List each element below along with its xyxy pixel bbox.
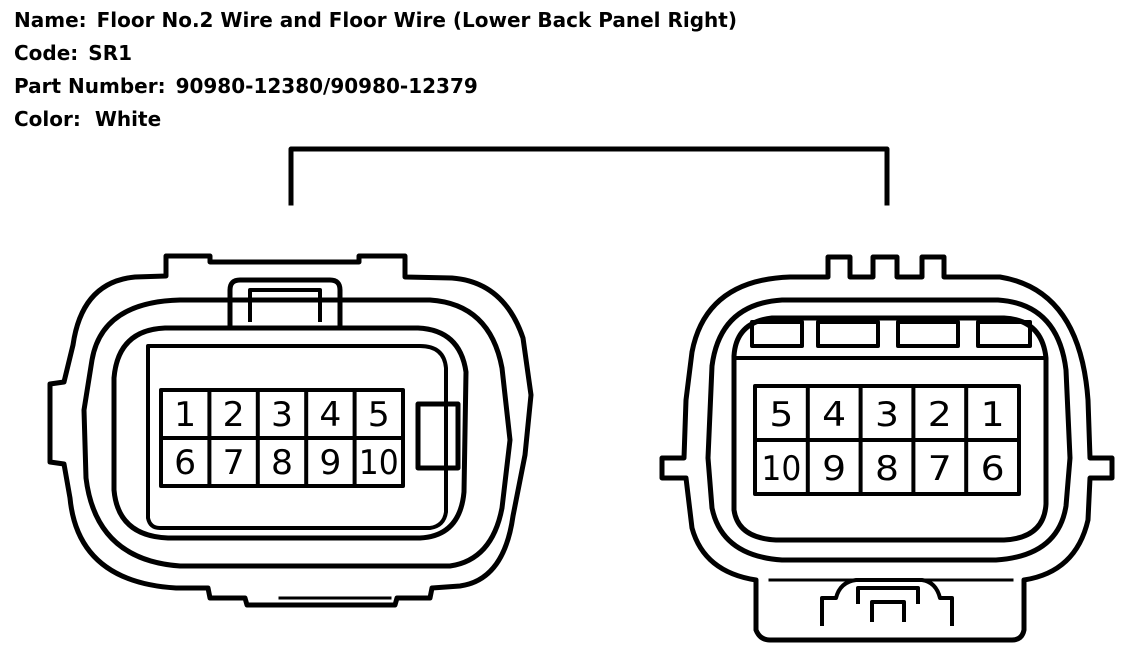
left-pin-bottom-0: 6 xyxy=(174,443,196,483)
left-latch-outer xyxy=(227,277,343,331)
left-pin-top-0: 1 xyxy=(174,395,196,435)
right-pin-grid xyxy=(753,384,1021,496)
color-label: Color: xyxy=(14,107,81,131)
name-row: Name: Floor No.2 Wire and Floor Wire (Low… xyxy=(14,4,737,37)
left-middle-ring xyxy=(81,297,513,569)
mating-bracket xyxy=(288,146,890,206)
left-pin-bottom-1: 7 xyxy=(223,443,245,483)
right-pin-bottom-0: 10 xyxy=(761,449,801,489)
left-latch-inner xyxy=(248,288,322,322)
right-pin-bottom-3: 7 xyxy=(928,449,952,489)
right-pin-top-4: 1 xyxy=(981,395,1005,435)
left-pin-top-4: 5 xyxy=(368,395,390,435)
right-middle-ring xyxy=(705,297,1073,563)
left-pin-top-2: 3 xyxy=(271,395,293,435)
right-slot-4 xyxy=(976,320,1032,348)
code-value: SR1 xyxy=(88,41,133,65)
left-side-lock-tab xyxy=(415,401,461,471)
part-number-row: Part Number: 90980-12380/90980-12379 xyxy=(14,70,737,103)
right-pin-bottom-4: 6 xyxy=(981,449,1005,489)
right-outer-housing xyxy=(659,254,1115,643)
right-pin-bottom-2: 8 xyxy=(875,449,899,489)
right-slot-1 xyxy=(750,320,804,348)
left-inner-frame xyxy=(146,344,448,530)
right-pin-bottom-1: 9 xyxy=(822,449,846,489)
right-pin-top-3: 2 xyxy=(928,395,952,435)
right-pin-top-0: 5 xyxy=(769,395,793,435)
left-outer-housing xyxy=(47,253,534,608)
right-pin-numbers: 5 4 3 2 1 10 9 8 7 6 xyxy=(761,395,1004,489)
left-connector-housing xyxy=(47,253,534,608)
right-slot-3 xyxy=(896,320,960,348)
connector-info: Name: Floor No.2 Wire and Floor Wire (Low… xyxy=(14,4,737,136)
color-row: Color: White xyxy=(14,103,737,136)
right-pin-top-1: 4 xyxy=(822,395,846,435)
left-inner-cavity xyxy=(111,325,469,541)
name-value: Floor No.2 Wire and Floor Wire (Lower Ba… xyxy=(96,8,737,32)
name-label: Name: xyxy=(14,8,87,32)
right-connector-housing xyxy=(659,254,1115,643)
left-pin-grid xyxy=(159,388,405,488)
right-pin-top-2: 3 xyxy=(875,395,899,435)
code-label: Code: xyxy=(14,41,79,65)
left-pin-bottom-3: 9 xyxy=(319,443,341,483)
right-bottom-lock-inner xyxy=(856,586,920,622)
right-inner-cavity xyxy=(731,315,1049,543)
code-row: Code: SR1 xyxy=(14,37,737,70)
right-slot-2 xyxy=(816,320,880,348)
left-pin-bottom-2: 8 xyxy=(271,443,293,483)
left-pin-bottom-4: 10 xyxy=(359,443,399,483)
left-pin-top-3: 4 xyxy=(319,395,341,435)
part-number-label: Part Number: xyxy=(14,74,166,98)
part-number-value: 90980-12380/90980-12379 xyxy=(175,74,478,98)
color-value: White xyxy=(94,107,162,131)
left-pin-numbers: 1 2 3 4 5 6 7 8 9 10 xyxy=(174,395,399,483)
left-pin-top-1: 2 xyxy=(223,395,245,435)
